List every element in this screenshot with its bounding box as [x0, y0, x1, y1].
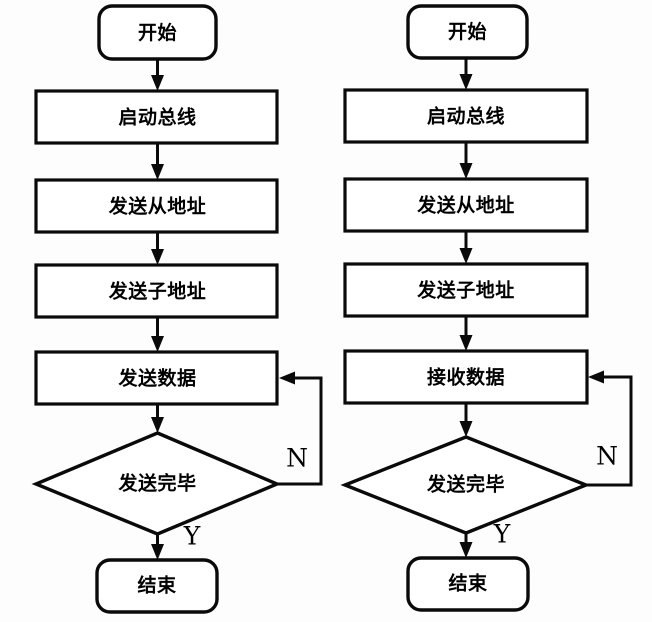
node-send-slave-address[interactable]: 发送从地址 [343, 177, 589, 233]
node-send-sub-address[interactable]: 发送子地址 [34, 263, 279, 319]
node-send-sub-address[interactable]: 发送子地址 [343, 262, 589, 318]
node-label-data: 接收数据 [427, 366, 505, 389]
connector-decision-to-end: Y [151, 522, 201, 560]
arrow-head-icon [151, 164, 164, 180]
process-shape [34, 263, 279, 319]
node-label-start: 开始 [138, 21, 177, 44]
node-receive-data[interactable]: 接收数据 [343, 349, 589, 405]
arrow-head-icon [151, 417, 164, 433]
node-send-slave-address[interactable]: 发送从地址 [34, 178, 279, 234]
node-label-bus: 启动总线 [118, 106, 196, 129]
terminator-shape [95, 558, 219, 614]
node-end-receive[interactable]: 结束 [406, 556, 530, 612]
node-label-bus: 启动总线 [427, 105, 505, 128]
node-start-receive[interactable]: 开始 [406, 4, 529, 60]
arrow-head-icon [459, 335, 473, 351]
process-shape [343, 177, 589, 233]
connector-data-to-decision [151, 404, 164, 433]
connector-slave-to-sub [151, 232, 164, 265]
node-decision-send-complete[interactable]: 发送完毕 [340, 435, 591, 535]
arrow-head-icon [279, 371, 295, 385]
node-label-start: 开始 [448, 20, 487, 43]
arrow-head-icon [151, 544, 164, 560]
arrow-head-icon [151, 336, 164, 352]
node-send-data[interactable]: 发送数据 [34, 350, 279, 406]
node-label-slave: 发送从地址 [108, 195, 207, 218]
send-flowchart-column: 开始 启动总线 发送从地址 [31, 4, 323, 614]
connector-sub-to-data [459, 316, 473, 351]
node-label-end: 结束 [137, 574, 177, 597]
node-label-decision: 发送完毕 [426, 473, 505, 496]
arrow-head-icon [459, 542, 473, 558]
branch-label-yes: Y [493, 520, 511, 549]
node-start-bus-receive[interactable]: 启动总线 [343, 88, 589, 144]
connector-decision-to-end: Y [459, 520, 511, 558]
node-start-bus-send[interactable]: 启动总线 [34, 89, 279, 145]
connector-no-feedback-loop: N [277, 371, 323, 486]
node-label-slave: 发送从地址 [416, 194, 515, 217]
branch-label-no: N [596, 442, 618, 471]
node-label-decision: 发送完毕 [117, 472, 196, 495]
arrow-head-icon [151, 75, 164, 91]
process-shape [343, 88, 589, 144]
connector-start-to-bus [151, 59, 164, 91]
connector-bus-to-slave [459, 142, 473, 179]
receive-flowchart-column: 开始 启动总线 发送从地址 [340, 4, 633, 612]
arrow-head-icon [459, 421, 473, 437]
connector-sub-to-data [151, 317, 164, 352]
node-decision-send-complete[interactable]: 发送完毕 [31, 431, 282, 536]
node-end-send[interactable]: 结束 [95, 558, 219, 614]
node-label-sub: 发送子地址 [416, 279, 515, 302]
connector-slave-to-sub [459, 231, 473, 264]
node-label-sub: 发送子地址 [108, 280, 207, 303]
arrow-head-icon [151, 249, 164, 265]
arrow-head-icon [459, 248, 473, 264]
process-shape [343, 262, 589, 318]
process-shape [34, 89, 279, 145]
node-label-data: 发送数据 [117, 367, 196, 390]
terminator-shape [406, 556, 530, 612]
branch-label-yes: Y [183, 522, 201, 551]
arrow-head-icon [459, 163, 473, 179]
node-label-end: 结束 [448, 572, 488, 595]
connector-no-feedback-loop: N [586, 370, 633, 487]
connector-start-to-bus [459, 58, 473, 90]
arrow-head-icon [588, 370, 604, 384]
connector-bus-to-slave [151, 143, 164, 180]
branch-label-no: N [286, 444, 308, 473]
node-start-send[interactable]: 开始 [97, 4, 218, 61]
arrow-head-icon [459, 74, 473, 90]
connector-data-to-decision [459, 403, 473, 437]
